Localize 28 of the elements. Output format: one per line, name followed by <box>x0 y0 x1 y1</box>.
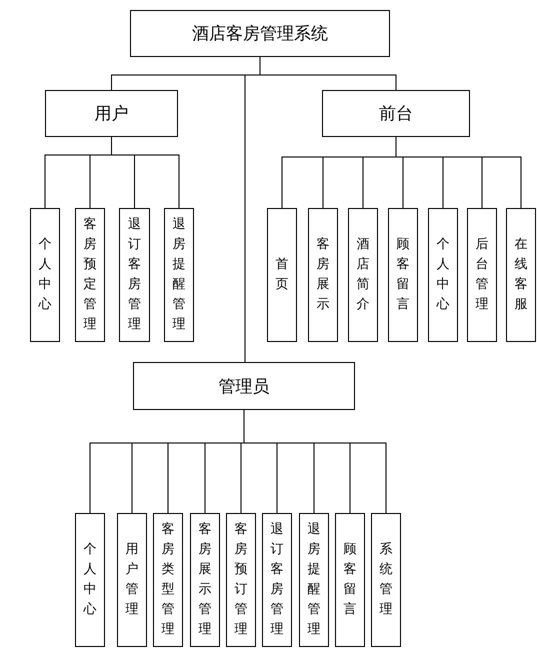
module-box: 用户管理 <box>117 513 147 647</box>
category-box: 前台 <box>322 90 470 137</box>
module-box: 系统管理 <box>371 513 401 647</box>
module-box: 退订客房管理 <box>262 513 292 647</box>
module-box: 客房展示管理 <box>190 513 220 647</box>
module-box: 退房提醒管理 <box>164 208 194 342</box>
connector-line <box>396 136 522 208</box>
module-box: 客房预订管理 <box>226 513 256 647</box>
module-box: 退订客房管理 <box>119 208 150 342</box>
category-box: 管理员 <box>133 362 355 410</box>
module-box: 顾客留言 <box>388 208 418 342</box>
module-box: 顾客留言 <box>335 513 365 647</box>
module-box: 客房展示 <box>308 208 338 342</box>
category-box: 用户 <box>45 90 178 137</box>
module-box: 客房类型管理 <box>153 513 183 647</box>
module-box: 首页 <box>267 208 297 342</box>
module-box: 退房提醒管理 <box>299 513 329 647</box>
connector-line <box>244 410 386 514</box>
module-box: 个人中心 <box>75 513 105 647</box>
module-box: 个人中心 <box>30 208 60 342</box>
connector-line <box>111 136 180 208</box>
title-box: 酒店客房管理系统 <box>130 10 390 57</box>
module-box: 个人中心 <box>428 208 458 342</box>
module-box: 后台管理 <box>467 208 497 342</box>
module-box: 在线客服 <box>506 208 536 342</box>
connector-line <box>244 56 260 362</box>
module-box: 客房预定管理 <box>75 208 105 342</box>
module-box: 酒店简介 <box>348 208 378 342</box>
